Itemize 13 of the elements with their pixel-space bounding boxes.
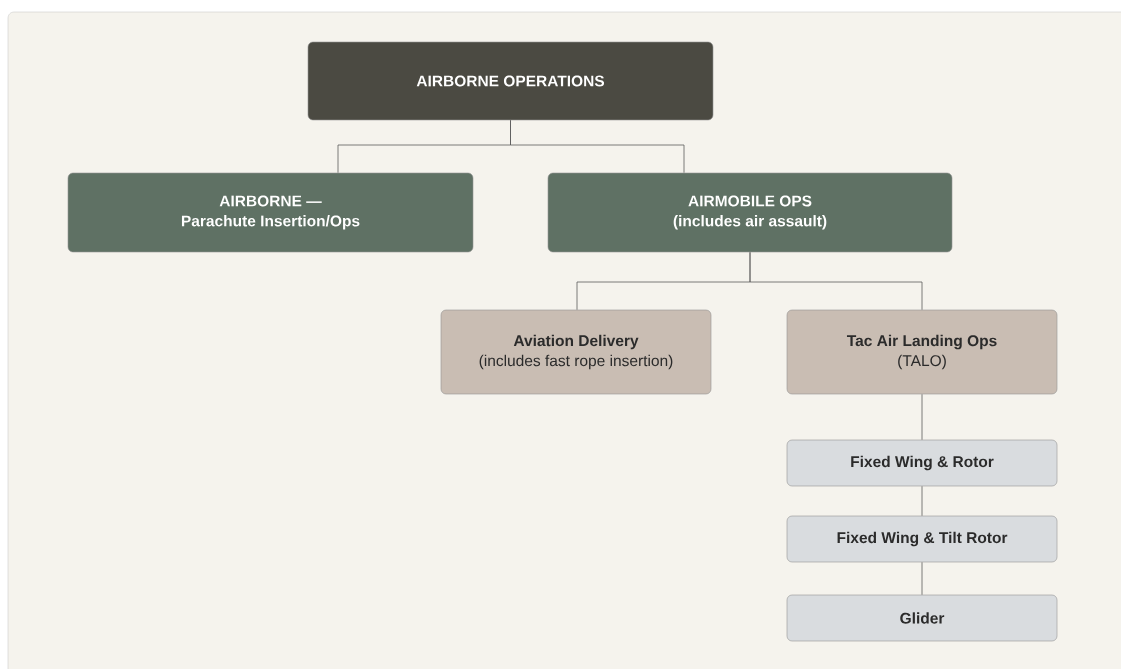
- method-box: Fixed Wing & Tilt Rotor: [786, 515, 1058, 563]
- subcategory-box: Aviation Delivery (includes fast rope insertion): [440, 309, 712, 395]
- root-box: AIRBORNE OPERATIONS: [307, 41, 714, 121]
- method-box: Glider: [786, 594, 1058, 642]
- category-box: AIRBORNE — Parachute Insertion/Ops: [67, 172, 474, 253]
- connector-line: [510, 119, 685, 174]
- method-box: Fixed Wing & Rotor: [786, 439, 1058, 487]
- connector-line: [921, 561, 923, 596]
- connector-line: [749, 251, 923, 311]
- subcategory-box: Tac Air Landing Ops (TALO): [786, 309, 1058, 395]
- connector-line: [921, 485, 923, 517]
- category-box: AIRMOBILE OPS (includes air assault): [547, 172, 953, 253]
- connector-line: [921, 393, 923, 441]
